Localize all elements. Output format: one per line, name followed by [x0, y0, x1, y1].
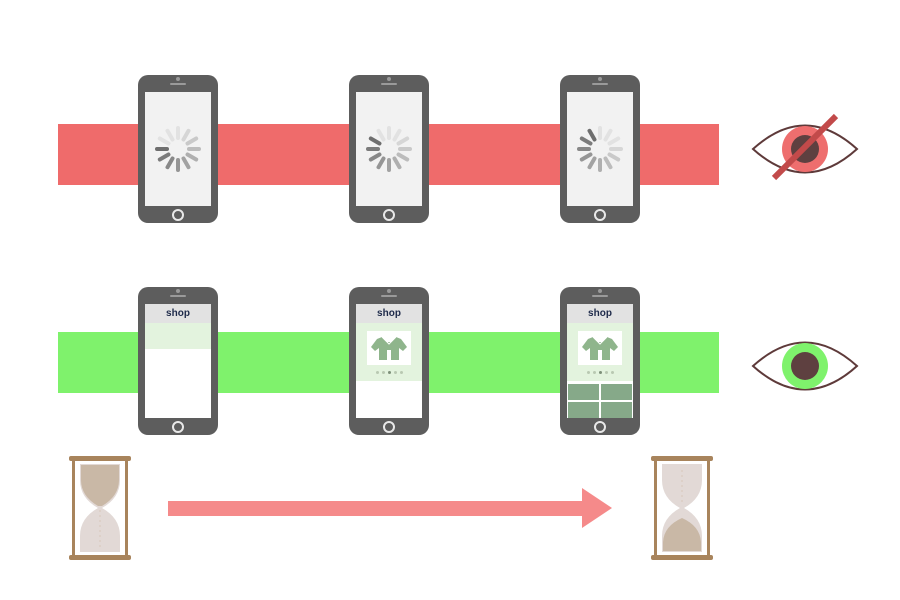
content-placeholder: [145, 323, 211, 349]
spinner-tick: [603, 156, 613, 170]
speaker-icon: [592, 83, 608, 85]
grid-tile: [568, 384, 599, 400]
product-card: [567, 323, 633, 381]
shirt-icon: [582, 336, 618, 360]
product-image: [367, 331, 411, 365]
spinner-tick: [157, 152, 171, 162]
grid-tile: [568, 402, 599, 418]
shop-header: shop: [356, 304, 422, 323]
grid-tile: [601, 384, 632, 400]
home-button-icon: [383, 209, 395, 221]
home-button-icon: [594, 421, 606, 433]
eye-crossed-icon: [751, 113, 859, 181]
phone-progressive-2: shop: [349, 287, 429, 435]
speaker-icon: [381, 295, 397, 297]
camera-icon: [598, 77, 602, 81]
home-button-icon: [594, 209, 606, 221]
phone-progressive-1: shop: [138, 287, 218, 435]
speaker-icon: [170, 295, 186, 297]
spinner-tick: [396, 136, 410, 146]
shop-header: shop: [145, 304, 211, 323]
carousel-dots: [587, 371, 614, 375]
spinner-tick: [165, 128, 175, 142]
product-grid: [568, 384, 632, 418]
shirt-icon: [371, 336, 407, 360]
arrow-right-icon: [168, 488, 612, 528]
product-card: [356, 323, 422, 381]
camera-icon: [598, 289, 602, 293]
phone-screen: shop: [567, 304, 633, 418]
home-button-icon: [172, 421, 184, 433]
home-button-icon: [383, 421, 395, 433]
phone-loading-1: [138, 75, 218, 223]
spinner-tick: [157, 136, 171, 146]
spinner-tick: [368, 136, 382, 146]
phone-screen: shop: [145, 304, 211, 418]
hourglass-full-bottom-icon: [651, 456, 713, 560]
spinner-tick: [587, 128, 597, 142]
phone-loading-2: [349, 75, 429, 223]
phone-progressive-3: shop: [560, 287, 640, 435]
camera-icon: [387, 77, 391, 81]
shop-header: shop: [567, 304, 633, 323]
spinner-tick: [579, 152, 593, 162]
speaker-icon: [170, 83, 186, 85]
phone-loading-3: [560, 75, 640, 223]
phone-screen: [567, 92, 633, 206]
spinner-tick: [185, 152, 199, 162]
spinner-tick: [392, 128, 402, 142]
spinner-tick: [579, 136, 593, 146]
home-button-icon: [172, 209, 184, 221]
spinner-tick: [607, 136, 621, 146]
speaker-icon: [592, 295, 608, 297]
hourglass-full-top-icon: [69, 456, 131, 560]
spinner-tick: [607, 152, 621, 162]
spinner-tick: [603, 128, 613, 142]
carousel-dots: [376, 371, 403, 375]
loading-spinner-icon: [155, 126, 201, 172]
loading-spinner-icon: [366, 126, 412, 172]
loading-spinner-icon: [577, 126, 623, 172]
product-image: [578, 331, 622, 365]
speaker-icon: [381, 83, 397, 85]
phone-screen: [145, 92, 211, 206]
spinner-tick: [181, 128, 191, 142]
spinner-tick: [165, 156, 175, 170]
spinner-tick: [587, 156, 597, 170]
spinner-tick: [368, 152, 382, 162]
camera-icon: [176, 77, 180, 81]
spinner-tick: [181, 156, 191, 170]
phone-screen: shop: [356, 304, 422, 418]
eye-icon: [751, 341, 859, 391]
grid-tile: [601, 402, 632, 418]
camera-icon: [176, 289, 180, 293]
spinner-tick: [376, 156, 386, 170]
spinner-tick: [376, 128, 386, 142]
camera-icon: [387, 289, 391, 293]
spinner-tick: [185, 136, 199, 146]
phone-screen: [356, 92, 422, 206]
spinner-tick: [396, 152, 410, 162]
spinner-tick: [392, 156, 402, 170]
